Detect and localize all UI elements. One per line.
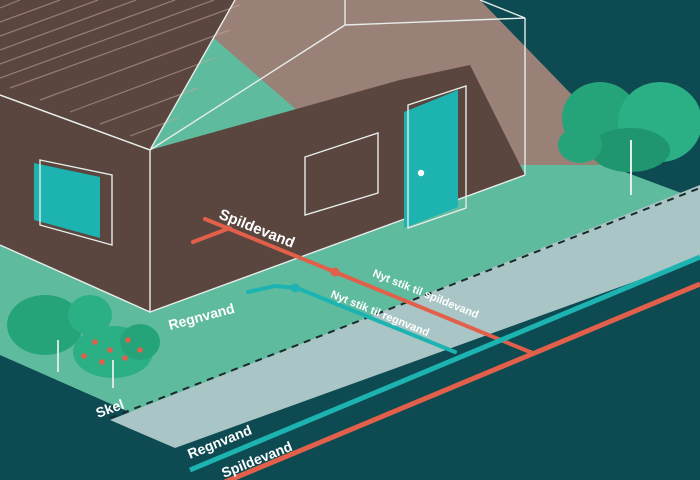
spildevand-junction	[330, 267, 340, 277]
fruit-tree-icon	[7, 295, 160, 388]
window-left	[34, 159, 113, 246]
house-spildevand-pipe	[191, 217, 532, 354]
road-strip	[110, 185, 700, 448]
house-roof	[0, 0, 235, 150]
house-outline	[0, 0, 526, 314]
door	[404, 85, 467, 229]
main-regnvand-pipe	[189, 254, 700, 473]
property-boundary-line	[109, 187, 700, 419]
regnvand-junction	[290, 283, 300, 293]
tree-icon	[558, 82, 700, 195]
door-knob	[417, 169, 425, 177]
main-spildevand-pipe	[224, 281, 700, 480]
house-regnvand-pipe	[246, 283, 457, 354]
window-front	[304, 132, 379, 216]
